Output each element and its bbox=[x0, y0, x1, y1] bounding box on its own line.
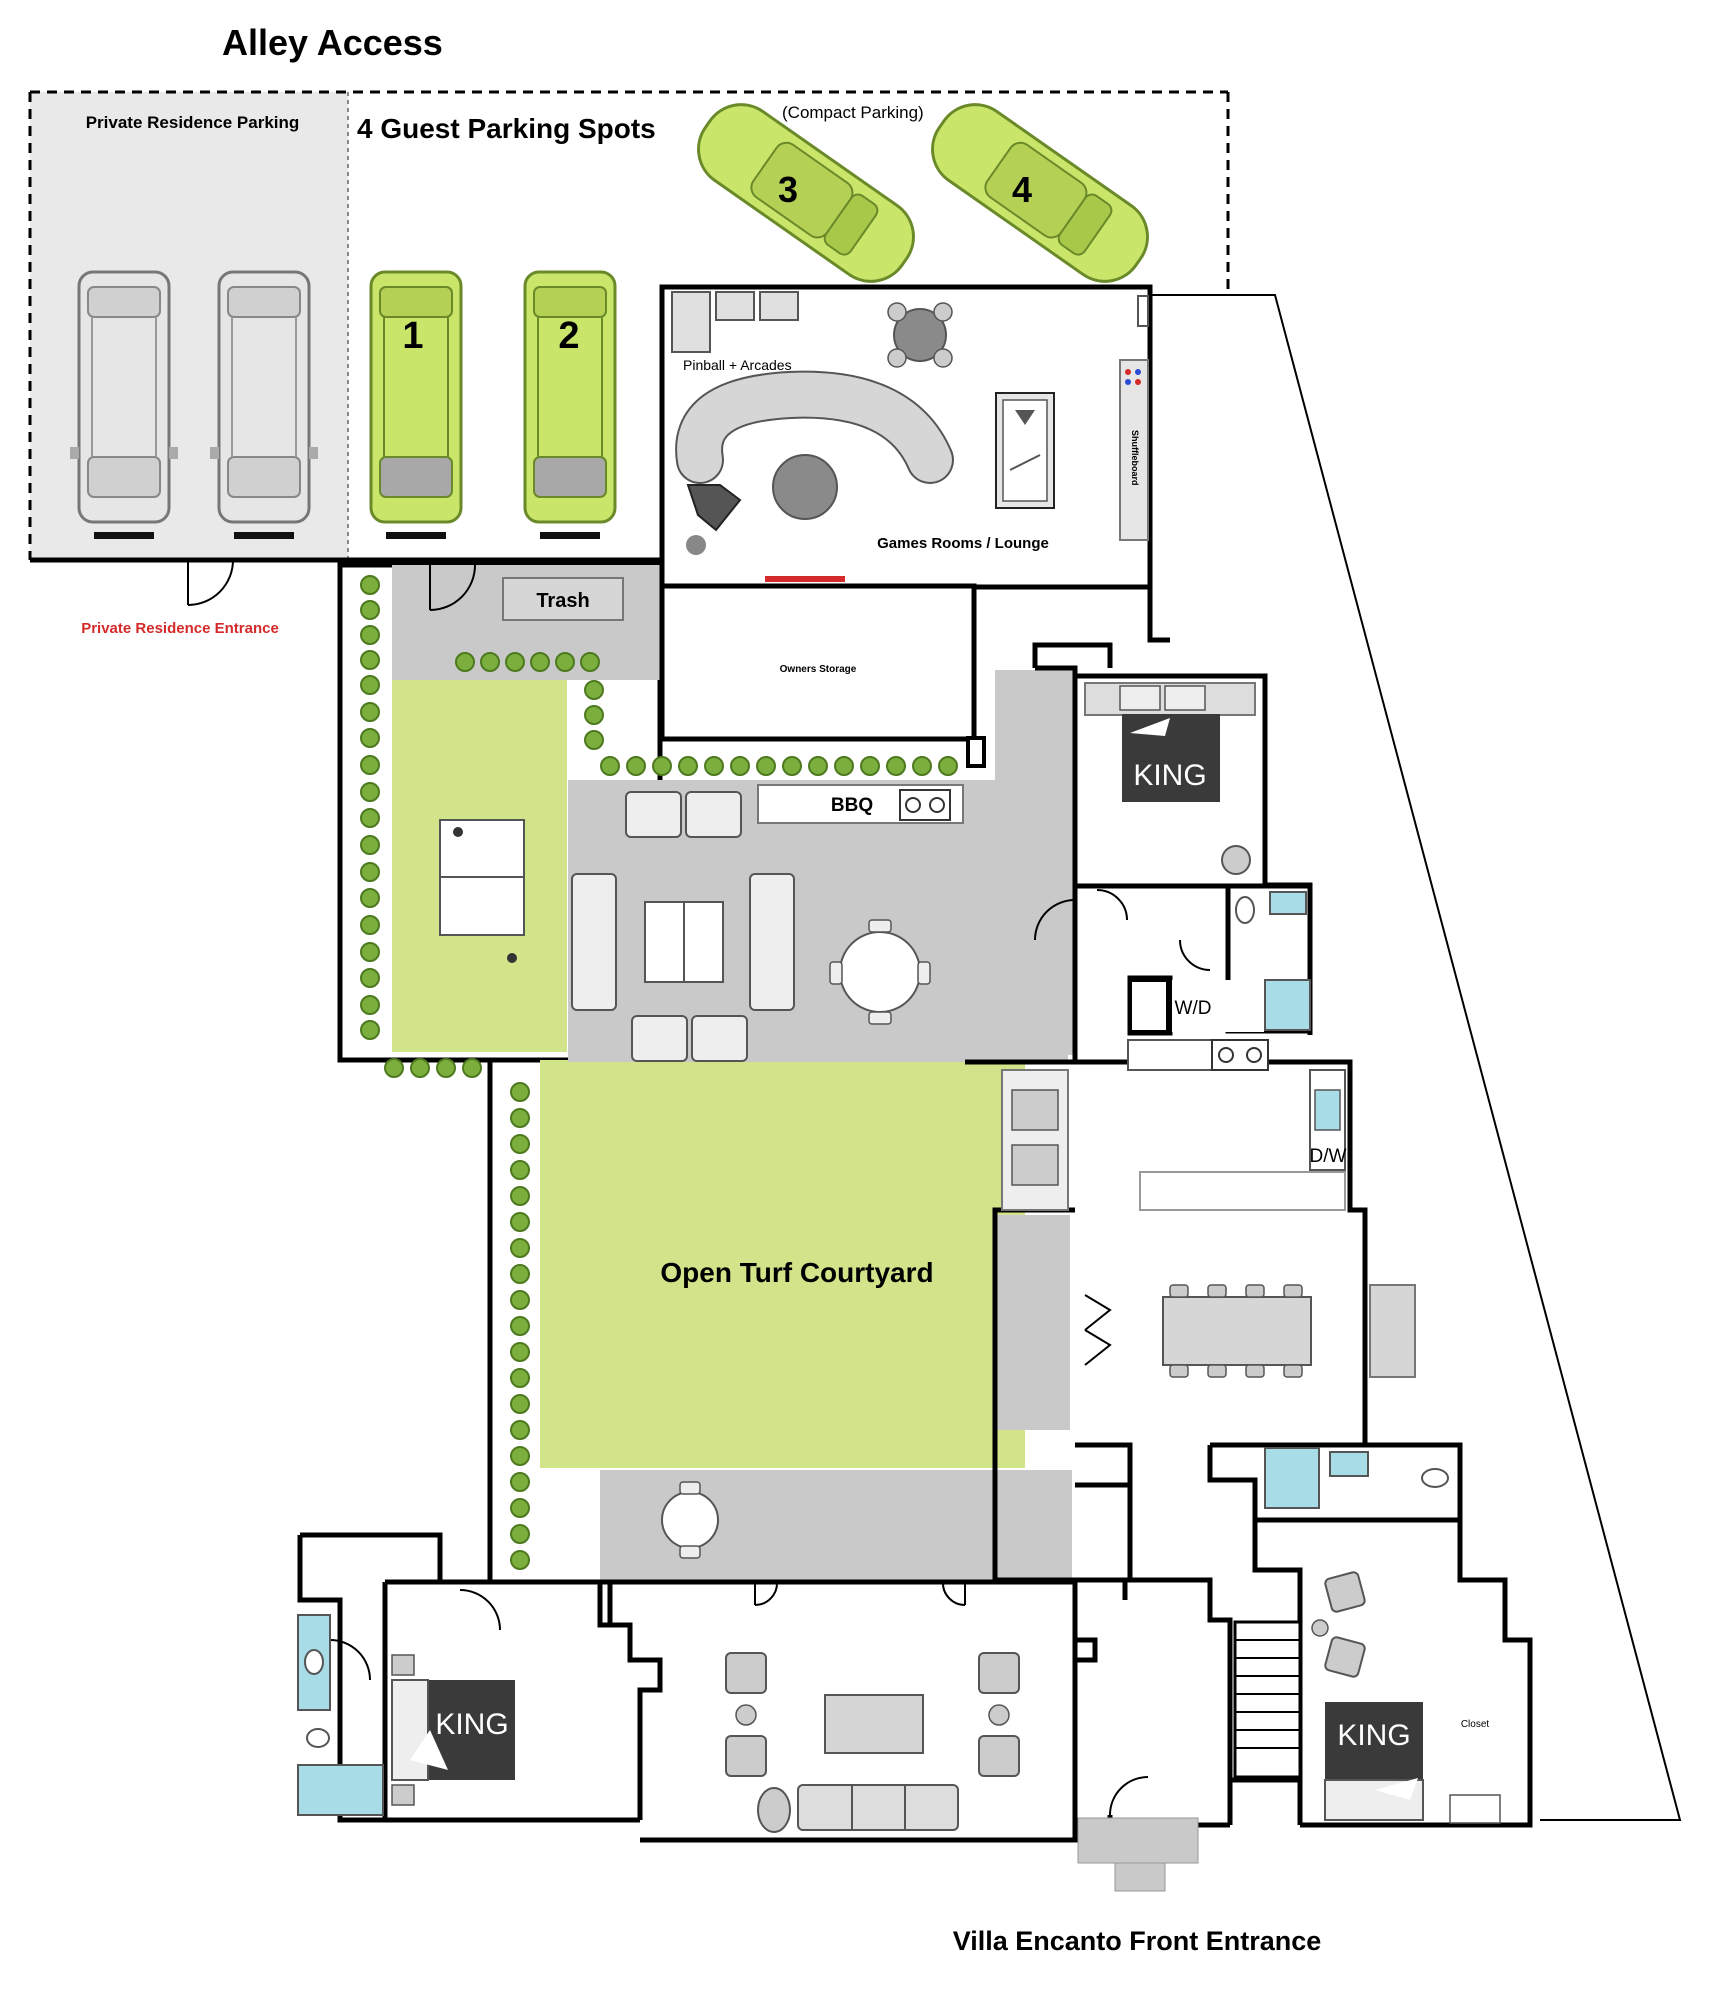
games-lounge-label: Games Rooms / Lounge bbox=[877, 535, 1049, 552]
patio-dining-table bbox=[839, 931, 921, 1013]
owners-storage bbox=[659, 583, 977, 742]
dw-label: D/W bbox=[1310, 1146, 1347, 1167]
lounge-table bbox=[772, 454, 838, 520]
king-label-southeast: KING bbox=[1337, 1719, 1410, 1752]
spot-number-3: 3 bbox=[778, 169, 798, 210]
shower-south bbox=[1264, 1447, 1320, 1509]
shower-north bbox=[1264, 979, 1311, 1031]
private-vehicle-1 bbox=[68, 270, 180, 541]
king-label-north: KING bbox=[1133, 759, 1206, 792]
pinball-label: Pinball + Arcades bbox=[683, 357, 792, 373]
title: Alley Access bbox=[222, 22, 443, 63]
trash-label: Trash bbox=[536, 590, 589, 612]
trash-enclosure bbox=[502, 577, 624, 621]
courtyard-label: Open Turf Courtyard bbox=[660, 1257, 933, 1288]
closet-label: Closet bbox=[1461, 1719, 1490, 1730]
living-coffee-table bbox=[824, 1694, 924, 1754]
owners-storage-label: Owners Storage bbox=[780, 664, 857, 675]
outdoor-sofa-left bbox=[571, 873, 617, 1011]
spot-number-1: 1 bbox=[402, 315, 423, 357]
arcade-chair bbox=[686, 484, 742, 532]
sink-north bbox=[1269, 891, 1307, 915]
outdoor-sofa-right bbox=[749, 873, 795, 1011]
king-bed-southeast bbox=[1325, 1702, 1423, 1780]
vanity-west bbox=[297, 1614, 331, 1711]
courtyard-turf bbox=[540, 1060, 1025, 1468]
laundry-closet bbox=[1128, 978, 1170, 1034]
shower-west bbox=[297, 1764, 384, 1816]
spot-number-2: 2 bbox=[558, 315, 579, 357]
card-table bbox=[893, 308, 947, 362]
wd-label: W/D bbox=[1175, 998, 1212, 1019]
guest-vehicle-4 bbox=[916, 88, 1164, 298]
patio-bistro-table bbox=[661, 1491, 719, 1549]
living-sofa bbox=[797, 1784, 959, 1831]
kitchen-sink bbox=[1314, 1089, 1341, 1131]
private-entrance-label: Private Residence Entrance bbox=[81, 620, 279, 637]
sink-south bbox=[1329, 1451, 1369, 1477]
shuffleboard-label: Shuffleboard bbox=[1130, 430, 1140, 486]
private-parking-label: Private Residence Parking bbox=[85, 113, 300, 132]
kitchen-island bbox=[1139, 1171, 1346, 1211]
spot-number-4: 4 bbox=[1012, 169, 1032, 210]
dining-table bbox=[1162, 1296, 1312, 1366]
front-entrance-label: Villa Encanto Front Entrance bbox=[953, 1926, 1322, 1956]
compact-parking-label: (Compact Parking) bbox=[782, 103, 924, 122]
guest-vehicle-1 bbox=[369, 270, 463, 541]
guest-vehicle-2 bbox=[523, 270, 617, 541]
guest-parking-label: 4 Guest Parking Spots bbox=[357, 113, 656, 144]
kitchen-range bbox=[1211, 1039, 1269, 1071]
shuffleboard-table bbox=[1119, 359, 1149, 541]
staircase bbox=[1233, 1620, 1302, 1779]
private-vehicle-2 bbox=[208, 270, 320, 541]
king-label-west: KING bbox=[435, 1708, 508, 1741]
bbq-grill bbox=[899, 789, 951, 821]
king-bed-north bbox=[1122, 714, 1220, 802]
bbq-label: BBQ bbox=[831, 795, 873, 816]
